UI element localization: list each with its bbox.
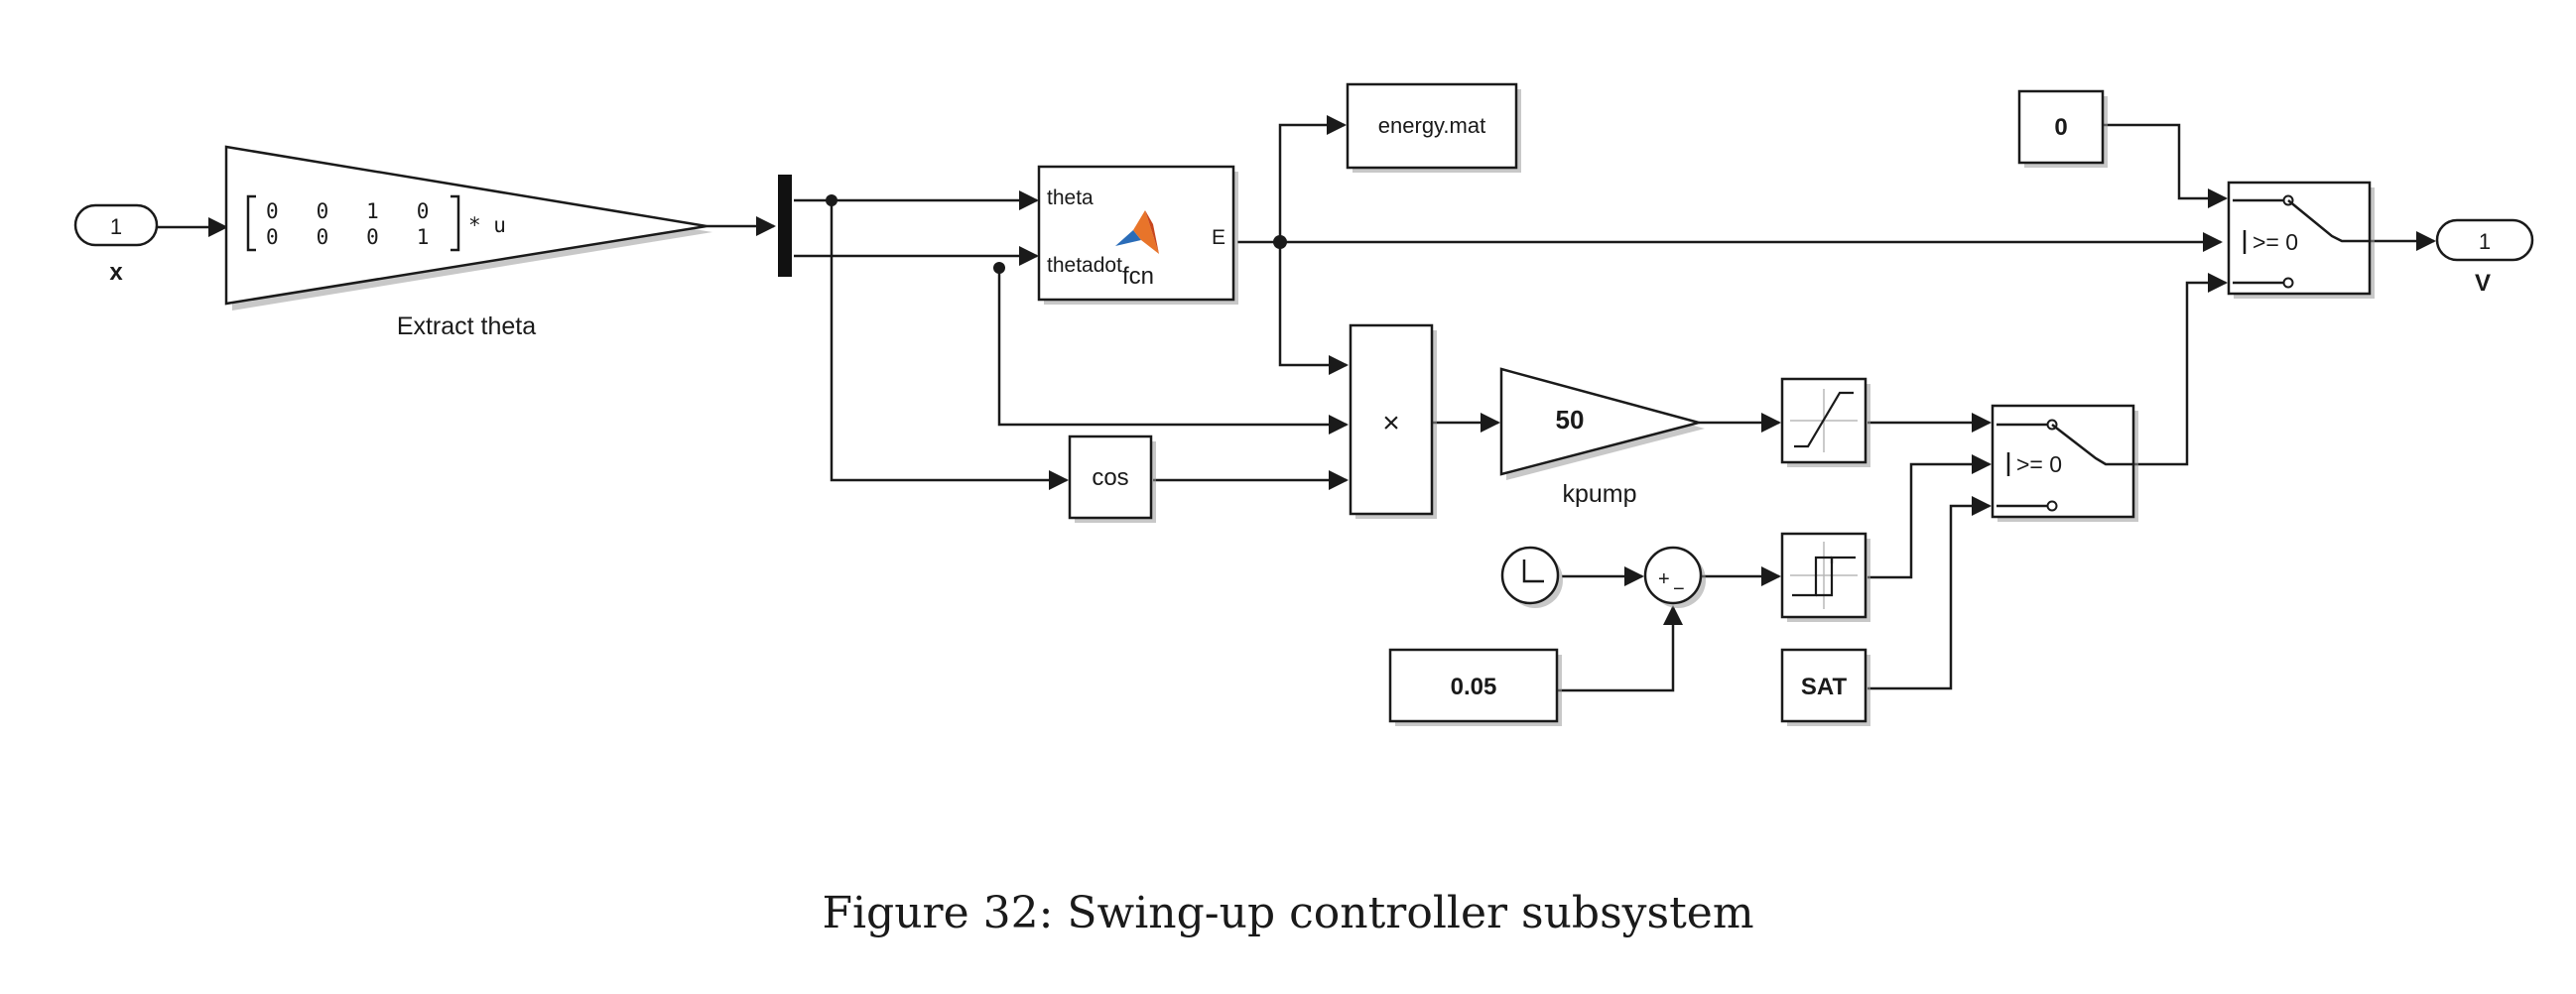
constant-zero-text: 0 — [2054, 114, 2067, 141]
fcn-output-e: E — [1212, 226, 1225, 249]
switch-inner-criteria: >= 0 — [2016, 451, 2062, 477]
constant-zero[interactable]: 0 — [2017, 89, 2108, 168]
inport-x[interactable]: 1 x — [73, 203, 159, 286]
outport-v[interactable]: 1 V — [2435, 218, 2534, 297]
sum-block[interactable]: + − — [1643, 546, 1706, 608]
constant-sat-text: SAT — [1801, 674, 1848, 700]
sum-minus-sign: − — [1673, 578, 1685, 600]
relay-icon — [1790, 542, 1858, 609]
matrix-row-2: 0 0 0 1 — [266, 225, 429, 249]
signal-lines — [157, 115, 2436, 692]
clock-block[interactable] — [1500, 546, 1563, 608]
kpump-gain[interactable]: 50 kpump — [1499, 367, 1705, 508]
kpump-value: 50 — [1556, 405, 1585, 435]
cos-text: cos — [1092, 464, 1128, 491]
switch-inner[interactable]: >= 0 — [1991, 404, 2138, 522]
matlab-logo-icon — [1115, 210, 1159, 254]
to-file-text: energy.mat — [1378, 113, 1485, 138]
switch-main-criteria: >= 0 — [2253, 229, 2298, 255]
kpump-label: kpump — [1562, 480, 1636, 508]
matlab-function-block[interactable]: theta thetadot E fcn — [1037, 165, 1238, 305]
extract-theta-gain[interactable]: 0 0 1 0 0 0 0 1 * u Extract theta — [224, 145, 712, 340]
constant-0-05[interactable]: 0.05 — [1388, 648, 1562, 726]
outport-number: 1 — [2479, 229, 2491, 254]
to-file-energy[interactable]: energy.mat — [1346, 82, 1521, 173]
extract-theta-label: Extract theta — [397, 312, 536, 340]
product-block[interactable]: × — [1349, 323, 1437, 519]
inport-label: x — [109, 259, 123, 286]
fcn-input-theta: theta — [1047, 186, 1094, 209]
cos-block[interactable]: cos — [1068, 435, 1156, 523]
saturation-icon — [1790, 389, 1858, 452]
fcn-name: fcn — [1122, 263, 1154, 290]
relay-block[interactable] — [1780, 532, 1870, 622]
fcn-input-thetadot: thetadot — [1047, 254, 1122, 277]
inport-number: 1 — [110, 214, 122, 239]
branch-points — [826, 194, 1287, 274]
product-symbol: × — [1382, 407, 1400, 439]
matrix-row-1: 0 0 1 0 — [266, 199, 429, 223]
switch-main[interactable]: >= 0 — [2227, 181, 2375, 299]
outport-label: V — [2475, 270, 2491, 297]
figure-caption: Figure 32: Swing-up controller subsystem — [822, 888, 1753, 938]
saturation-block[interactable] — [1780, 377, 1870, 467]
constant-0-05-text: 0.05 — [1451, 674, 1497, 700]
matrix-multiply-suffix: * u — [468, 213, 506, 237]
sum-plus-sign: + — [1658, 568, 1670, 590]
clock-icon — [1522, 559, 1544, 583]
constant-sat[interactable]: SAT — [1780, 648, 1870, 726]
demux-bar[interactable] — [778, 175, 792, 277]
